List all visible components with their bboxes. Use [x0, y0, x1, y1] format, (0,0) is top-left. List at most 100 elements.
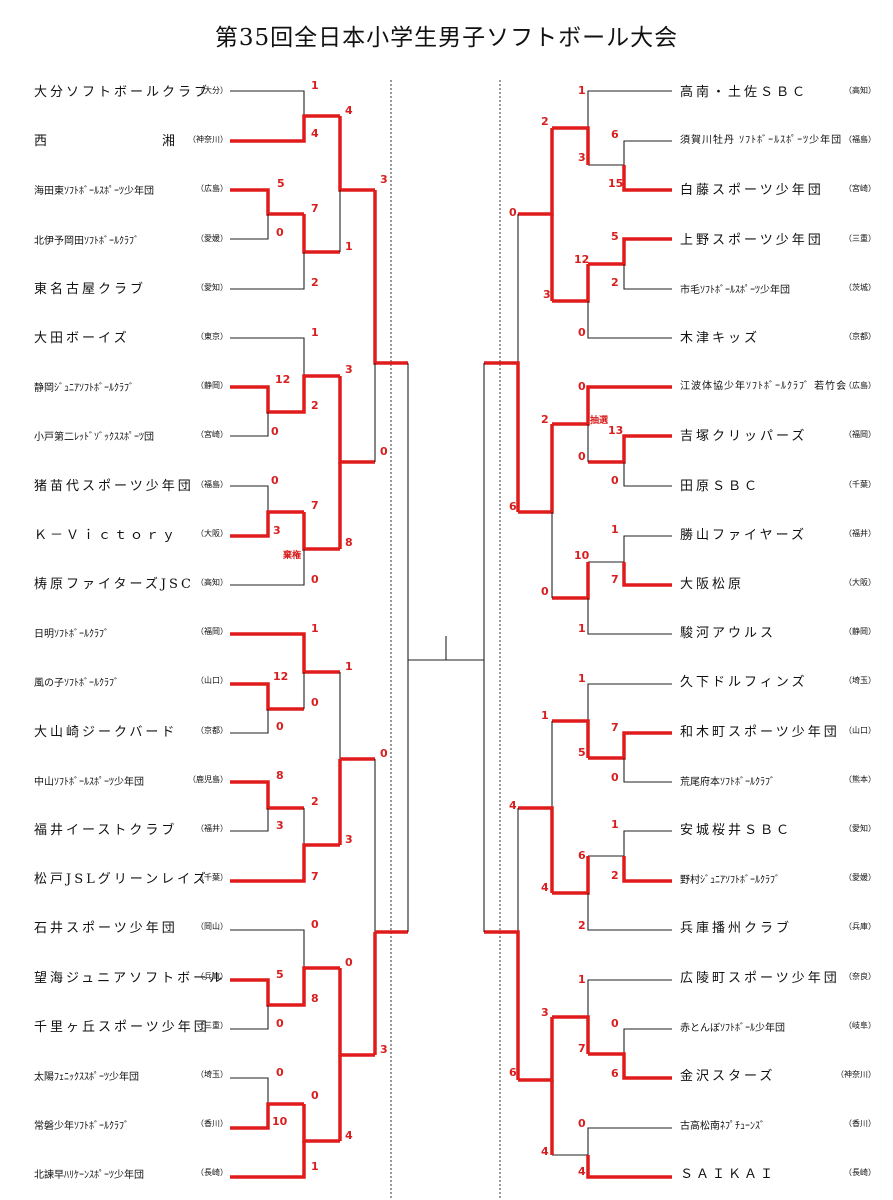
- team-name: 大山崎ジークバード: [34, 724, 178, 740]
- score-label: 13: [608, 424, 624, 437]
- score-label: 0: [271, 425, 279, 438]
- score-label: 2: [578, 919, 586, 932]
- winning-path: [230, 966, 340, 1007]
- score-label: 3: [276, 819, 284, 832]
- score-label: 0: [611, 474, 619, 487]
- team-name: 西 湘: [34, 134, 179, 150]
- team-prefecture: （兵庫）: [196, 971, 228, 981]
- score-label: 8: [311, 992, 319, 1005]
- lottery-note: 抽選: [590, 416, 609, 426]
- team-row: 大田ボーイズ（東京）: [34, 327, 228, 347]
- team-row: 小戸第二ﾚｯﾄﾞｿﾞｯｸｽｽﾎﾟｰﾂ団（宮崎）: [34, 425, 228, 445]
- score-label: 4: [345, 104, 353, 117]
- bracket-line: [552, 1127, 672, 1156]
- team-row: 日明ｿﾌﾄﾎﾞｰﾙｸﾗﾌﾞ（福岡）: [34, 622, 228, 642]
- score-label: 3: [345, 833, 353, 846]
- winning-path: [588, 1052, 672, 1080]
- bracket-line: [230, 90, 305, 116]
- winning-path: [622, 562, 672, 587]
- score-label: 4: [541, 1145, 549, 1158]
- team-row: 大分ソフトボールクラブ（大分）: [34, 81, 228, 101]
- team-name: 太陽ﾌｪﾆｯｸｽｽﾎﾟｰﾂ少年団: [34, 1072, 139, 1083]
- team-name: 赤とんぼｿﾌﾄﾎﾞｰﾙ少年団: [680, 1022, 785, 1034]
- score-label: 3: [380, 173, 388, 186]
- score-label: 1: [311, 326, 319, 339]
- team-name: 古高松南ﾈﾌﾟﾁｭｰﾝｽﾞ: [680, 1121, 765, 1133]
- score-label: 10: [272, 1115, 288, 1128]
- score-label: 4: [509, 799, 517, 812]
- winning-path: [338, 968, 375, 1057]
- score-label: 10: [574, 549, 590, 562]
- score-label: 5: [578, 746, 586, 759]
- team-row: 高南・土佐ＳＢＣ（高知）: [680, 81, 876, 101]
- team-prefecture: （奈良）: [844, 971, 876, 981]
- score-label: 0: [611, 1017, 619, 1030]
- team-row: 須賀川牡丹 ｿﾌﾄﾎﾞｰﾙｽﾎﾟｰﾂ少年団（福島）: [680, 130, 876, 150]
- team-name: 久下ドルフィンズ: [680, 675, 808, 691]
- bracket-line: [587, 893, 672, 931]
- team-row: 松戸JSLグリーンレイズ（千葉）: [34, 868, 228, 888]
- score-label: 7: [311, 870, 319, 883]
- team-row: 福井イーストクラブ（福井）: [34, 819, 228, 839]
- score-label: 12: [273, 670, 289, 683]
- team-prefecture: （大阪）: [196, 528, 228, 538]
- team-prefecture: （埼玉）: [196, 1070, 228, 1079]
- team-name: 北伊予岡田ｿﾌﾄﾎﾞｰﾙｸﾗﾌﾞ: [34, 235, 139, 247]
- team-prefecture: （京都）: [196, 725, 228, 735]
- winning-path: [518, 128, 554, 216]
- bracket-line: [588, 140, 672, 166]
- team-name: 野村ｼﾞｭﾆｱｿﾌﾄﾎﾞｰﾙｸﾗﾌﾞ: [680, 875, 780, 887]
- team-prefecture: （静岡）: [844, 627, 876, 637]
- winning-path: [230, 1141, 306, 1179]
- forfeit-note: 棄権: [283, 551, 302, 561]
- score-label: 1: [311, 1160, 319, 1173]
- team-row: 望海ジュニアソフトボール（兵庫）: [34, 967, 228, 987]
- team-prefecture: （長崎）: [196, 1168, 228, 1178]
- winning-path: [230, 632, 340, 674]
- score-label: 12: [574, 253, 590, 266]
- team-name: 駿河アウルス: [680, 626, 777, 642]
- score-label: 2: [541, 413, 549, 426]
- score-label: 1: [578, 672, 586, 685]
- team-row: 石井スポーツ少年団（岡山）: [34, 917, 228, 937]
- team-row: 上野スポーツ少年団 （三重）: [680, 229, 876, 249]
- team-name: 上野スポーツ少年団: [680, 232, 824, 248]
- team-row: 風の子ｿﾌﾄﾎﾞｰﾙｸﾗﾌﾞ （山口）: [34, 671, 228, 691]
- bracket-line: [623, 1028, 672, 1054]
- team-name: 須賀川牡丹 ｿﾌﾄﾎﾞｰﾙｽﾎﾟｰﾂ少年団: [680, 134, 843, 146]
- score-label: 3: [578, 151, 586, 164]
- score-label: 2: [611, 869, 619, 882]
- team-name: 風の子ｿﾌﾄﾎﾞｰﾙｸﾗﾌﾞ: [34, 678, 119, 690]
- team-row: 太陽ﾌｪﾆｯｸｽｽﾎﾟｰﾂ少年団 （埼玉）: [34, 1065, 228, 1085]
- score-label: 0: [311, 1089, 319, 1102]
- team-row: 田原ＳＢＣ（千葉）: [680, 475, 876, 495]
- score-label: 2: [311, 795, 319, 808]
- bracket-line: [587, 598, 672, 635]
- team-row: 西 湘（神奈川）: [34, 130, 228, 150]
- score-label: 6: [578, 849, 586, 862]
- score-label: 6: [611, 128, 619, 141]
- bracket-line: [230, 1005, 269, 1030]
- team-row: 駿河アウルス （静岡）: [680, 622, 876, 642]
- team-row: 荒尾府本ｿﾌﾄﾎﾞｰﾙｸﾗﾌﾞ（熊本）: [680, 770, 876, 790]
- winning-path: [230, 374, 340, 414]
- winning-path: [484, 930, 520, 1080]
- score-label: 3: [541, 1006, 549, 1019]
- score-label: 0: [578, 450, 586, 463]
- score-label: 1: [611, 523, 619, 536]
- team-row: 大阪松原（大阪）: [680, 573, 876, 593]
- bracket-line: [230, 337, 305, 376]
- winning-path: [302, 512, 340, 551]
- team-prefecture: （三重）: [844, 233, 876, 243]
- team-prefecture: （山口）: [196, 676, 228, 686]
- team-name: ＳＡＩＫＡＩ: [680, 1167, 777, 1183]
- score-label: 1: [578, 973, 586, 986]
- score-label: 1: [345, 240, 353, 253]
- winning-path: [552, 562, 590, 600]
- team-prefecture: （兵庫）: [844, 922, 876, 932]
- team-name: 江波体協少年ｿﾌﾄﾎﾞｰﾙｸﾗﾌﾞ 若竹会: [680, 380, 848, 392]
- score-label: 15: [608, 177, 624, 190]
- team-prefecture: （千葉）: [196, 873, 228, 883]
- team-prefecture: （広島）: [196, 184, 228, 194]
- team-row: 海田東ｿﾌﾄﾎﾞｰﾙｽﾎﾟｰﾂ少年団（広島）: [34, 179, 228, 199]
